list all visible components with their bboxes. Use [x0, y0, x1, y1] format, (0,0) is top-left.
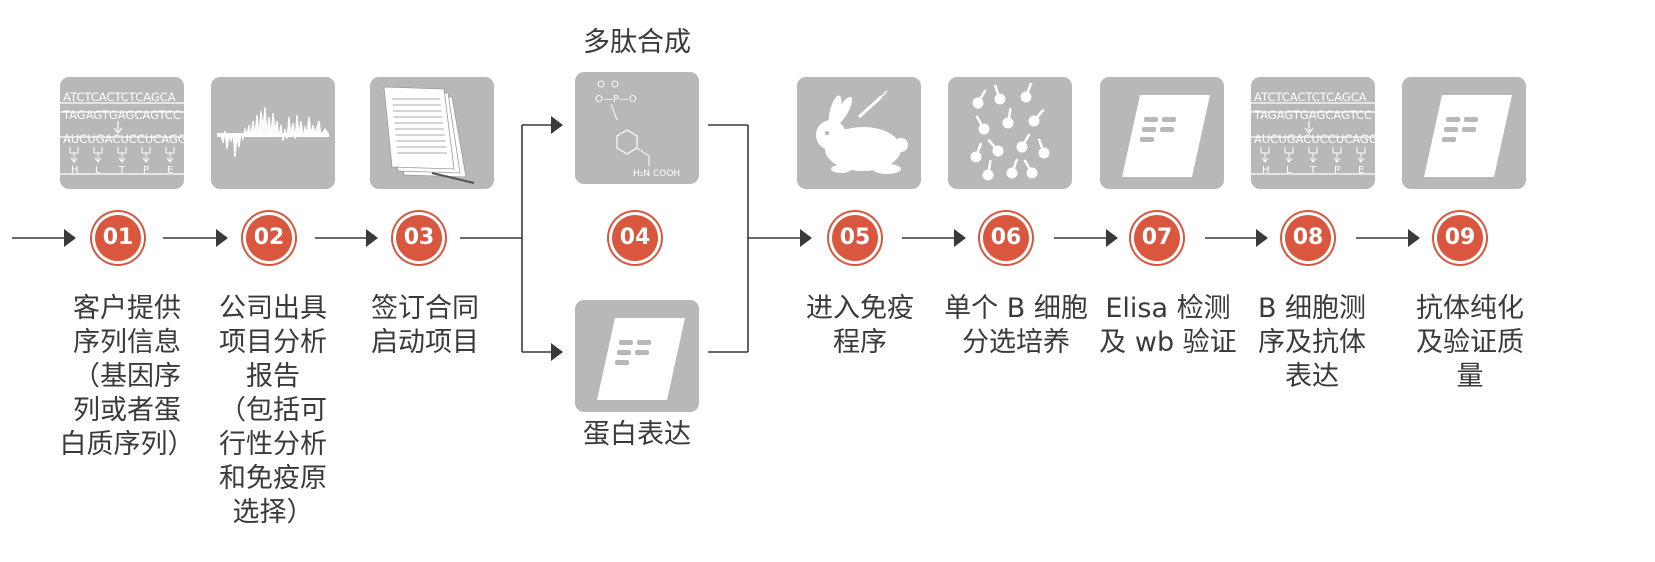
blot-sheet-icon: [597, 318, 685, 400]
dna-row-1: ATCTCACTCTCAGCA: [1254, 90, 1367, 104]
amino-acid-label: H: [71, 165, 79, 176]
step-label: B 细胞测 序及抗体 表达: [1257, 293, 1367, 392]
arrow-head: [1256, 229, 1268, 247]
step-number-badge: 02: [246, 215, 292, 261]
amino-acid-label: E: [1358, 165, 1364, 176]
step-tile-04-bottom: [575, 300, 699, 412]
step-tile-05: [797, 77, 921, 189]
dna-row-2: TAGAGTGAGCAGTCC: [62, 108, 181, 122]
step-label: 签订合同 启动项目: [371, 293, 479, 358]
branch-bottom-title: 蛋白表达: [583, 419, 691, 450]
phosphate-group-text: O—P—O: [595, 94, 637, 105]
step-number-badge: 09: [1437, 215, 1483, 261]
step-label: 进入免疫 程序: [806, 293, 914, 358]
step-label: 抗体纯化 及验证质 量: [1416, 293, 1524, 392]
step-label: 客户提供 序列信息 （基因序 列或者蛋 白质序列）: [59, 293, 195, 460]
amino-acid-label: H: [1262, 165, 1270, 176]
step-number-badge: 07: [1134, 215, 1180, 261]
blot-sheet-icon: [1424, 95, 1512, 177]
step-label: 公司出具 项目分析 报告 （包括可 行性分析 和免疫原 选择）: [219, 293, 327, 528]
step-number-badge: 05: [832, 215, 878, 261]
step-number-badge: 04: [612, 215, 658, 261]
peptide-structure-icon: O—P—O H₂N COOH: [595, 80, 680, 179]
dna-sequence-icon: ATCTCACTCTCAGCA TAGAGTGAGCAGTCC AUCUGACUCC…: [60, 90, 184, 176]
blot-sheet-icon: [1122, 95, 1210, 177]
step-label: 单个 B 细胞 分选培养: [944, 293, 1088, 358]
step-number-badge: 08: [1285, 215, 1331, 261]
step-number-badge: 01: [95, 215, 141, 261]
step-tile-03: [370, 77, 494, 189]
rna-row: AUCUGACUCCUCAGG: [63, 132, 184, 146]
analysis-plot-icon: [217, 106, 330, 158]
rna-row: AUCUGACUCCUCAGG: [1254, 132, 1375, 146]
step-label: Elisa 检测 及 wb 验证: [1099, 293, 1237, 358]
arrow-head: [216, 229, 228, 247]
amino-acid-terminus-text: H₂N COOH: [633, 169, 680, 179]
step-tile-01: ATCTCACTCTCAGCA TAGAGTGAGCAGTCC AUCUGACUCC…: [60, 77, 184, 189]
amino-acid-label: L: [95, 165, 101, 176]
branch-top-title: 多肽合成: [583, 27, 691, 58]
arrow-head: [954, 229, 966, 247]
dna-row-1: ATCTCACTCTCAGCA: [63, 90, 176, 104]
rabbit-icon: [816, 90, 908, 174]
step-tile-08: ATCTCACTCTCAGCA TAGAGTGAGCAGTCC AUCUGACUCC…: [1251, 77, 1375, 189]
step-number-badge: 06: [983, 215, 1029, 261]
arrow-head: [1408, 229, 1420, 247]
arrow-head: [551, 343, 563, 361]
step-tile-07: [1100, 77, 1224, 189]
dna-sequence-icon: ATCTCACTCTCAGCA TAGAGTGAGCAGTCC AUCUGACUCC…: [1251, 90, 1375, 176]
arrow-head: [1106, 229, 1118, 247]
step-tile-09: [1402, 77, 1526, 189]
amino-acid-label: E: [167, 165, 173, 176]
arrow-head: [366, 229, 378, 247]
arrow-head: [800, 229, 812, 247]
amino-acid-label: T: [118, 165, 126, 176]
amino-acid-label: T: [1309, 165, 1317, 176]
arrow-head: [551, 116, 563, 134]
dna-row-2: TAGAGTGAGCAGTCC: [1253, 108, 1372, 122]
step-number-badge: 03: [396, 215, 442, 261]
step-tile-02: [211, 77, 335, 189]
amino-acid-label: P: [1334, 165, 1340, 176]
contract-documents-icon: [383, 86, 475, 184]
step-tile-04-top: O—P—O H₂N COOH: [575, 72, 699, 184]
amino-acid-label: L: [1286, 165, 1292, 176]
b-cells-icon: [970, 82, 1050, 181]
amino-acid-label: P: [143, 165, 149, 176]
step-tile-06: [948, 77, 1072, 189]
arrow-head: [64, 229, 76, 247]
